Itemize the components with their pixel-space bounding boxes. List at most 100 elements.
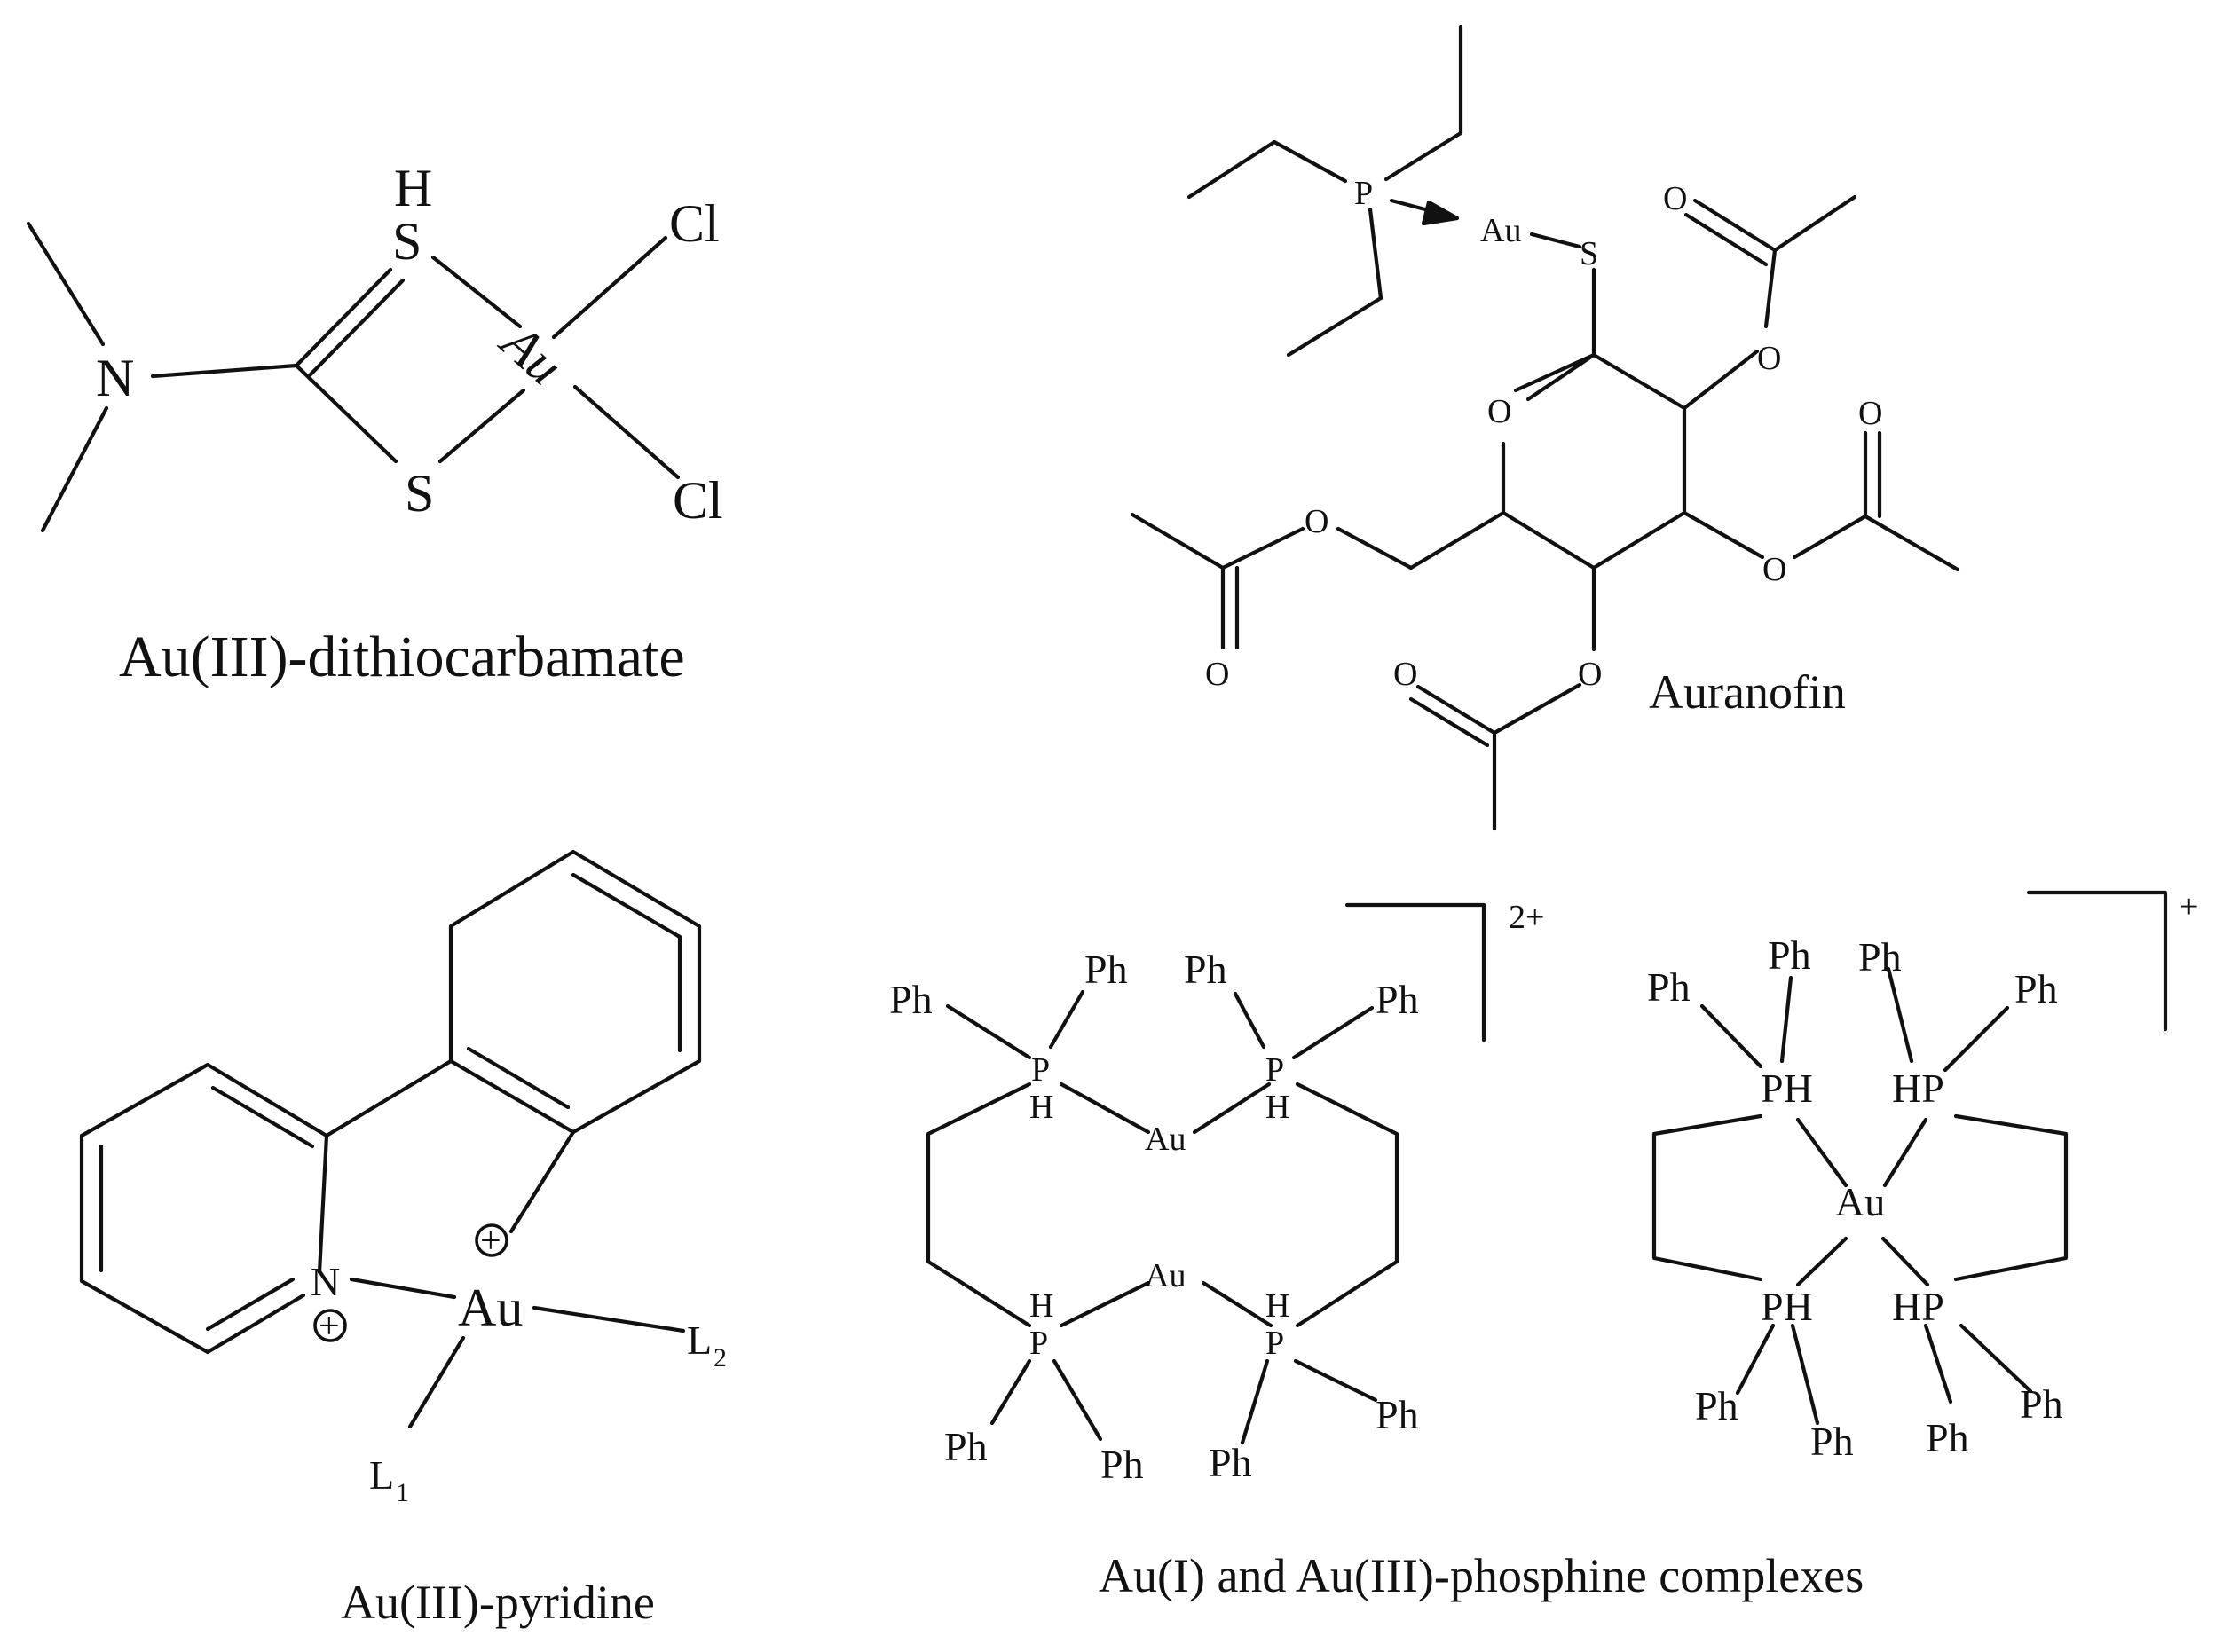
hydrogen-atom: H	[1265, 1089, 1289, 1126]
ethyl-bond-3b	[1286, 295, 1383, 358]
phosphine-caption: Au(I) and Au(III)-phosphine complexes	[1099, 1549, 1864, 1602]
ethylene-bridge-right	[1953, 1113, 2069, 1282]
pyridine-structure: N Au + + L 2 L 1 Au(III)-pyridine	[79, 849, 727, 1629]
au-l2-bond	[532, 1305, 686, 1333]
oxygen-atom-c2: O	[1757, 340, 1781, 377]
phenyl-label: Ph	[1810, 1419, 1854, 1464]
p-au-bond	[1059, 1082, 1151, 1135]
sulfur-atom: S	[1580, 235, 1598, 272]
phenyl-double-3	[466, 1046, 571, 1110]
au-cl-bond-top	[551, 235, 668, 340]
hydrogen-atom: H	[394, 159, 432, 217]
gold-atom-top: Au	[1145, 1121, 1186, 1158]
ph-p-bond	[1943, 1005, 2010, 1073]
p-ph-bond	[1923, 1323, 1953, 1404]
propylene-chain-right	[1295, 1082, 1399, 1328]
carbonyl-oxygen-c4: O	[1393, 656, 1417, 693]
gold-atom: Au	[1835, 1179, 1885, 1224]
charge-bracket	[2026, 890, 2168, 1032]
au-s-bond	[1529, 232, 1582, 249]
methyl-c6	[1130, 512, 1226, 570]
au-p-bond	[1192, 1082, 1272, 1135]
methyl-c2	[1772, 194, 1857, 253]
gold-atom-bottom: Au	[1145, 1257, 1186, 1294]
sulfur-atom-bottom: S	[405, 464, 434, 523]
ph-p-bond	[1233, 991, 1266, 1050]
charge-bracket	[1344, 902, 1486, 1042]
phosphorus-atom: P	[1265, 1051, 1284, 1089]
oxygen-atom-c6: O	[1305, 503, 1328, 540]
svg-text:L: L	[687, 1318, 712, 1363]
p-ph-bond	[1240, 1358, 1270, 1445]
ph-p-bond	[1291, 1005, 1375, 1060]
svg-text:2: 2	[713, 1343, 727, 1373]
svg-text:+: +	[319, 1306, 340, 1347]
c2-o-bond	[1682, 349, 1760, 411]
positive-charge-icon: +	[475, 1221, 508, 1262]
o-acyl-bond-c6	[1220, 526, 1305, 570]
c-s-single-bond	[294, 363, 398, 464]
hp-group-label: HP	[1892, 1284, 1944, 1329]
p-ph-bond	[1959, 1323, 2033, 1394]
ph-p-bond	[1048, 989, 1085, 1050]
auranofin-caption: Auranofin	[1649, 665, 1846, 719]
mononuclear-charge: +	[2180, 888, 2198, 925]
biaryl-bond	[324, 1058, 453, 1138]
ph-group-label: PH	[1761, 1284, 1813, 1329]
hydrogen-atom: H	[1029, 1287, 1053, 1325]
pyridine-double-1	[210, 1085, 315, 1149]
ligand-l1-label: L 1	[369, 1452, 409, 1507]
ph-group-label: PH	[1761, 1066, 1813, 1111]
au-bottom-p-bond	[1201, 1280, 1273, 1328]
dithiocarbamate-caption: Au(III)-dithiocarbamate	[119, 625, 685, 689]
carbonyl-oxygen-c2: O	[1663, 180, 1687, 217]
gold-atom: Au	[458, 1278, 523, 1337]
phosphorus-atom: P	[1031, 1051, 1050, 1089]
svg-text:L: L	[369, 1452, 394, 1498]
au-l1-bond	[407, 1335, 466, 1429]
phenyl-double-1	[571, 872, 682, 940]
carbonyl-c2-a	[1692, 198, 1778, 253]
au-p-bond	[1795, 1236, 1848, 1287]
propylene-chain-left	[926, 1082, 1032, 1328]
pyridine-bonds	[79, 849, 702, 1429]
dinuclear-charge: 2+	[1509, 899, 1544, 936]
au-p-bond	[1880, 1236, 1930, 1287]
p-ph-bond	[989, 1358, 1032, 1426]
n-c-bond	[150, 363, 299, 379]
ph-p-bond	[1886, 966, 1914, 1064]
ethyl-bond-2b	[1383, 130, 1463, 182]
carbonyl-oxygen-c6: O	[1205, 656, 1229, 693]
pyranose-ring	[1501, 352, 1687, 570]
pyridine-nitrogen-atom: N	[311, 1259, 340, 1304]
o-acyl-bond-c2	[1763, 248, 1778, 329]
phenyl-label: Ph	[1926, 1415, 1969, 1460]
au-cl-bond-bottom	[572, 384, 681, 480]
phenyl-label: Ph	[1100, 1442, 1144, 1487]
phenyl-label: Ph	[889, 977, 933, 1022]
hydrogen-atom: H	[1265, 1287, 1289, 1325]
dinuclear-phosphine-structure: 2+ Ph Ph Ph Ph P H P H Au Au H P H P Ph …	[889, 899, 1544, 1487]
dinuclear-bonds	[926, 902, 1486, 1445]
nitrogen-atom: N	[96, 349, 134, 407]
auranofin-structure: P Au S O O O O O O O O O Auranofin	[1130, 24, 1960, 831]
p-au-bond	[1882, 1117, 1928, 1188]
dative-arrowhead	[1421, 200, 1460, 226]
auranofin-bonds	[1130, 24, 1960, 831]
p-ph-bond	[1293, 1358, 1378, 1403]
phosphorus-atom: P	[1265, 1325, 1284, 1362]
mononuclear-bonds	[1651, 890, 2168, 1426]
methyl-c3	[1863, 514, 1960, 572]
ph-p-bond	[945, 1003, 1032, 1060]
phosphorus-atom: P	[1354, 175, 1373, 212]
mononuclear-phosphine-structure: + Ph Ph Ph Ph PH HP Au PH HP Ph Ph Ph Ph	[1647, 888, 2198, 1464]
phenyl-label: Ph	[1184, 947, 1227, 992]
phenyl-ring	[448, 849, 702, 1135]
p-au-bond	[1795, 1117, 1848, 1188]
ethyl-bond-1b	[1272, 139, 1348, 184]
phenyl-label: Ph	[1084, 947, 1128, 992]
c6-o-bond	[1336, 526, 1414, 570]
carbonyl-oxygen-c3: O	[1858, 395, 1882, 432]
carbonyl-c4-b	[1408, 696, 1490, 748]
